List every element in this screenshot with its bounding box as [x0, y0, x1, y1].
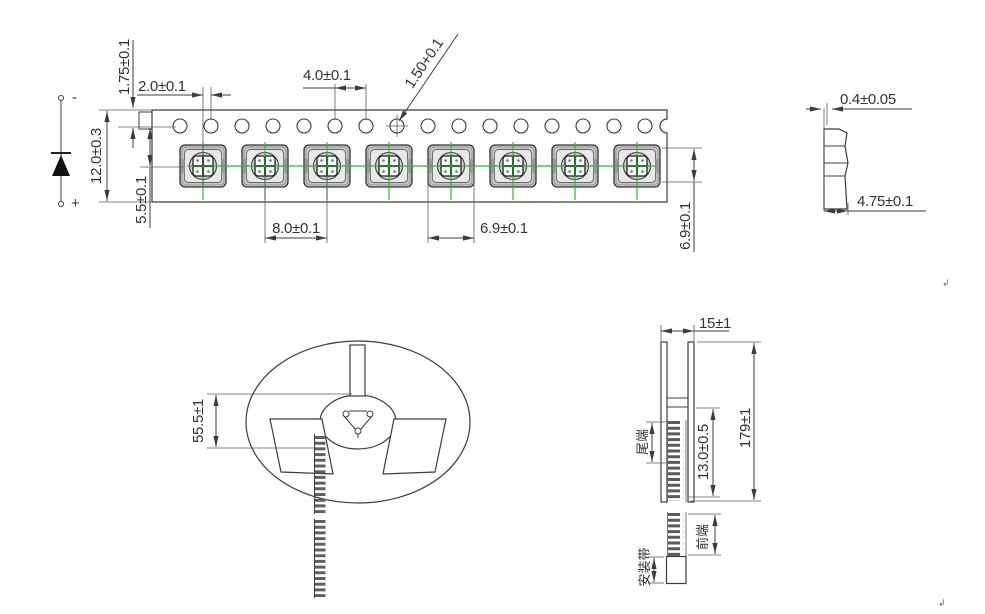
- dim-reel-width-label: 15±1: [699, 315, 731, 332]
- reel-tape-slot: [349, 344, 366, 397]
- reel-front-view: 55.5±1: [190, 340, 471, 598]
- dimension-pocket-length: 6.9±0.1: [662, 147, 702, 252]
- dimension-inner-width: 13.0±0.5: [688, 407, 720, 498]
- dim-tape-width-label: 12.0±0.3: [88, 128, 105, 184]
- tail-end-label: 尾端: [635, 429, 650, 455]
- reel-tape-strip: [314, 434, 326, 598]
- front-end-label: 前端: [695, 524, 710, 550]
- dim-comp-to-hole-label: 2.0±0.1: [138, 78, 186, 95]
- leader-tape: [665, 555, 687, 585]
- carrier-tape-top-view: 1.75±0.1 2.0±0.1 4.0±0.1 1.50+0.1: [88, 33, 702, 252]
- wound-tape: [667, 420, 687, 502]
- reel-side-view: 15±1 179±1 13.0±0.5 尾端 前端: [635, 315, 761, 587]
- dimension-edge-to-hole: 1.75±0.1: [116, 39, 176, 148]
- dimension-pocket-depth: 4.75±0.1: [824, 193, 926, 215]
- polarity-plus-label: +: [71, 195, 80, 212]
- dim-edge-to-hole-label: 1.75±0.1: [116, 39, 133, 95]
- tape-section-view: 0.4±0.05 4.75±0.1: [806, 91, 926, 215]
- dimension-reel-width: 15±1: [660, 315, 731, 344]
- dimension-hole-to-pocket: 5.5±0.1: [133, 128, 183, 228]
- tape-front-end: [665, 512, 687, 585]
- dim-inner-width-label: 13.0±0.5: [695, 424, 712, 480]
- hole-crosshair: [386, 115, 408, 137]
- dim-pocket-length-label: 6.9±0.1: [677, 202, 694, 250]
- reel-drive-key: [342, 410, 374, 438]
- diode-triangle-icon: [52, 155, 70, 176]
- dimension-tape-width: 12.0±0.3: [88, 109, 151, 203]
- dim-hole-pitch-label: 4.0±0.1: [303, 67, 351, 84]
- dimension-comp-to-hole: 2.0±0.1: [137, 78, 231, 188]
- reel-hub-outline: [319, 394, 397, 450]
- dim-reel-diameter-label: 179±1: [737, 408, 754, 448]
- sprocket-holes: [172, 115, 653, 137]
- mount-tape-label: 安装带: [637, 547, 652, 586]
- artifact-mark: ↲: [938, 598, 945, 608]
- dim-depth-label: 4.75±0.1: [857, 193, 913, 210]
- reel-flange-right: [687, 341, 695, 503]
- dim-thickness-label: 0.4±0.05: [840, 91, 896, 108]
- dimension-pocket-width: 6.9±0.1: [427, 166, 528, 243]
- dimension-reel-diameter: 179±1: [690, 341, 761, 502]
- dimension-hub-diameter: 55.5±1: [190, 393, 352, 449]
- polarity-minus-label: -: [72, 89, 77, 106]
- annotation-front-end: 前端: [688, 513, 721, 556]
- tape-torn-end: [138, 111, 152, 130]
- annotation-tail-end: 尾端: [635, 421, 666, 464]
- annotation-mount-tape: 安装带: [637, 547, 664, 587]
- dimension-pocket-pitch: 8.0±0.1: [264, 170, 328, 243]
- artifact-mark: ↲: [942, 278, 949, 288]
- dim-pocket-pitch-label: 8.0±0.1: [272, 220, 320, 237]
- diode-polarity-symbol: - +: [51, 89, 80, 212]
- dim-hub-label: 55.5±1: [190, 399, 207, 443]
- reel-hub-core: [667, 397, 688, 408]
- dimension-hole-pitch: 4.0±0.1: [303, 67, 367, 120]
- dimension-tape-thickness: 0.4±0.05: [806, 91, 912, 125]
- reel-window-right: [382, 418, 447, 475]
- tape-section-profile: [823, 128, 849, 210]
- dimension-hole-diameter: 1.50+0.1: [398, 33, 459, 122]
- dim-pocket-width-label: 6.9±0.1: [480, 220, 528, 237]
- dim-hole-to-pocket-label: 5.5±0.1: [133, 176, 150, 224]
